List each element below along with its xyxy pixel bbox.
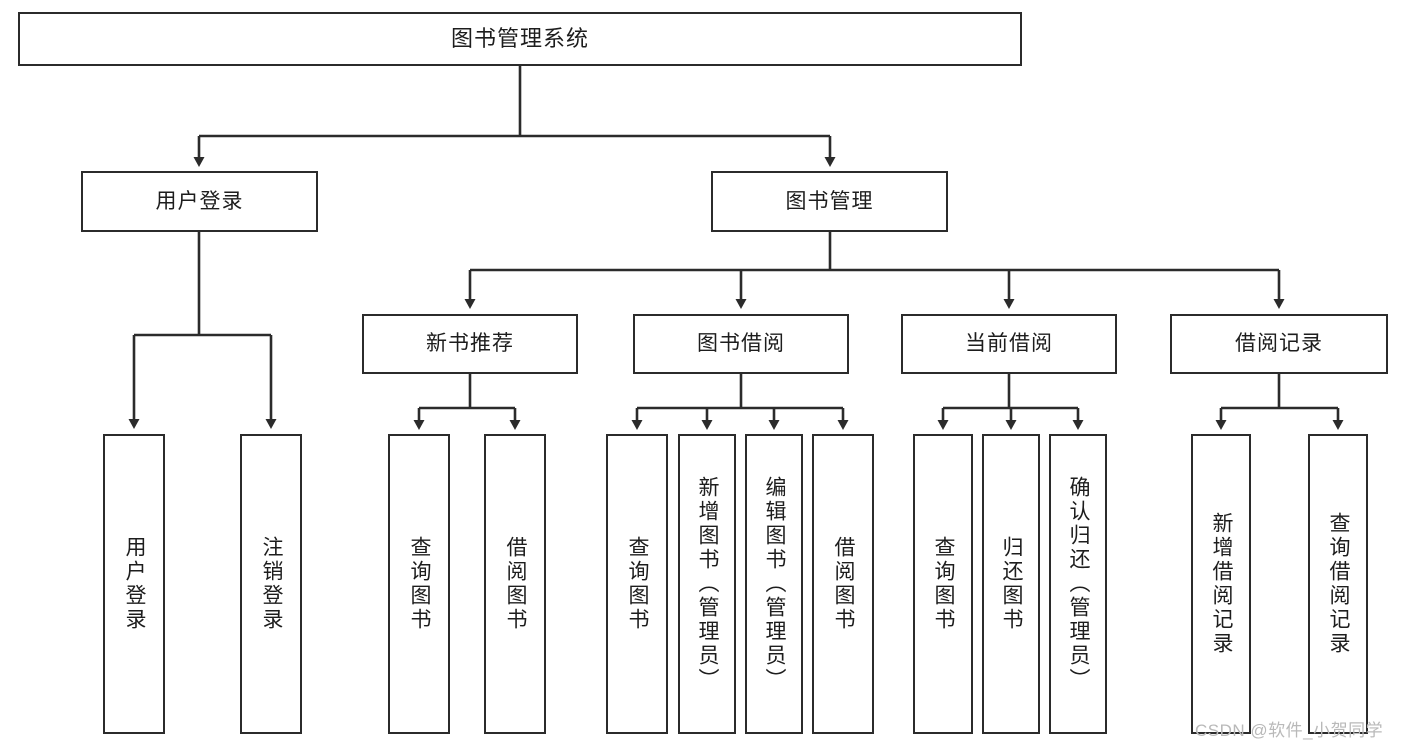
leaf-borrow-book-1[interactable]: 借阅图书 bbox=[484, 434, 546, 734]
leaf-query-book-2-label: 查询图书 bbox=[626, 536, 649, 632]
node-new-book-recommend-label: 新书推荐 bbox=[426, 332, 514, 356]
node-root[interactable]: 图书管理系统 bbox=[18, 12, 1022, 66]
node-new-book-recommend[interactable]: 新书推荐 bbox=[362, 314, 578, 374]
leaf-edit-book-label: 编辑图书（管理员） bbox=[763, 476, 786, 692]
leaf-edit-book[interactable]: 编辑图书（管理员） bbox=[745, 434, 803, 734]
leaf-query-record-label: 查询借阅记录 bbox=[1327, 512, 1350, 656]
node-book-borrow-label: 图书借阅 bbox=[697, 332, 785, 356]
node-root-label: 图书管理系统 bbox=[450, 25, 589, 51]
leaf-borrow-book-1-label: 借阅图书 bbox=[504, 536, 527, 632]
leaf-user-login-label: 用户登录 bbox=[123, 536, 146, 632]
leaf-confirm-return-label: 确认归还（管理员） bbox=[1067, 476, 1090, 692]
leaf-query-record[interactable]: 查询借阅记录 bbox=[1308, 434, 1368, 734]
leaf-query-book-2[interactable]: 查询图书 bbox=[606, 434, 668, 734]
leaf-query-book-3-label: 查询图书 bbox=[932, 536, 955, 632]
watermark: CSDN @软件_小贺同学 bbox=[1195, 721, 1384, 740]
leaf-user-logout-label: 注销登录 bbox=[260, 536, 283, 632]
node-user-login[interactable]: 用户登录 bbox=[81, 171, 318, 232]
leaf-query-book-1[interactable]: 查询图书 bbox=[388, 434, 450, 734]
leaf-add-book-label: 新增图书（管理员） bbox=[696, 476, 719, 692]
node-book-manage-label: 图书管理 bbox=[785, 189, 874, 213]
node-book-borrow[interactable]: 图书借阅 bbox=[633, 314, 849, 374]
node-user-login-label: 用户登录 bbox=[155, 189, 244, 213]
leaf-borrow-book-2-label: 借阅图书 bbox=[832, 536, 855, 632]
leaf-user-logout[interactable]: 注销登录 bbox=[240, 434, 302, 734]
leaf-add-book[interactable]: 新增图书（管理员） bbox=[678, 434, 736, 734]
leaf-user-login[interactable]: 用户登录 bbox=[103, 434, 165, 734]
leaf-add-record-label: 新增借阅记录 bbox=[1210, 512, 1233, 656]
leaf-add-record[interactable]: 新增借阅记录 bbox=[1191, 434, 1251, 734]
leaf-query-book-3[interactable]: 查询图书 bbox=[913, 434, 973, 734]
leaf-query-book-1-label: 查询图书 bbox=[408, 536, 431, 632]
leaf-return-book-label: 归还图书 bbox=[1000, 536, 1023, 632]
node-borrow-record[interactable]: 借阅记录 bbox=[1170, 314, 1388, 374]
leaf-confirm-return[interactable]: 确认归还（管理员） bbox=[1049, 434, 1107, 734]
node-current-borrow-label: 当前借阅 bbox=[965, 332, 1053, 356]
node-current-borrow[interactable]: 当前借阅 bbox=[901, 314, 1117, 374]
leaf-return-book[interactable]: 归还图书 bbox=[982, 434, 1040, 734]
node-book-manage[interactable]: 图书管理 bbox=[711, 171, 948, 232]
node-borrow-record-label: 借阅记录 bbox=[1235, 332, 1323, 356]
leaf-borrow-book-2[interactable]: 借阅图书 bbox=[812, 434, 874, 734]
